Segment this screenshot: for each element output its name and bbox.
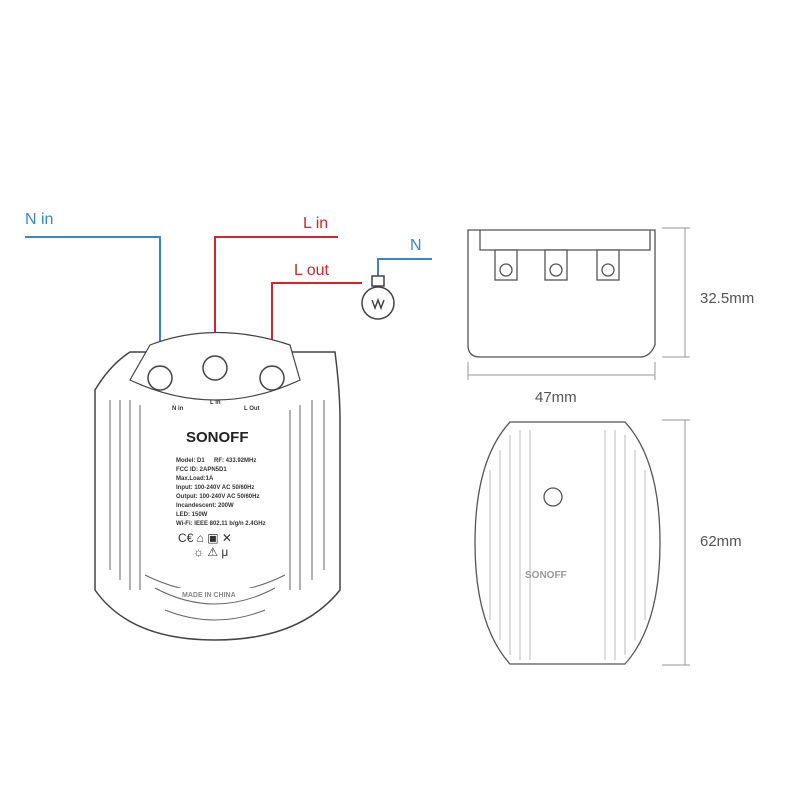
terminal-label-l-in: L in <box>210 400 221 406</box>
length-dimension: 62mm <box>700 533 742 550</box>
terminal-label-l-out: L Out <box>244 406 260 412</box>
width-dimension: 47mm <box>535 389 577 406</box>
l-in-wire <box>214 236 338 360</box>
light-bulb-icon <box>361 275 395 320</box>
spec-line: Incandescent: 200W <box>176 503 234 509</box>
certification-icons: C€ ⌂ ▣ ✕ <box>178 531 232 545</box>
spec-line: Wi-Fi: IEEE 802.11 b/g/n 2.4GHz <box>176 521 266 527</box>
spec-line: LED: 150W <box>176 512 208 518</box>
n-in-label: N in <box>25 211 53 228</box>
spec-line: RF: 433.92MHz <box>214 458 256 464</box>
l-in-label: L in <box>303 215 328 232</box>
spec-line: FCC ID: 2APN5D1 <box>176 467 227 473</box>
safety-icons: ☼ ⚠ μ <box>193 545 228 559</box>
brand-logo: SONOFF <box>186 429 249 446</box>
spec-line: Input: 100-240V AC 50/60Hz <box>176 485 254 491</box>
height-dimension: 32.5mm <box>700 290 754 307</box>
device-side-view <box>467 229 656 358</box>
back-brand-logo: SONOFF <box>525 570 567 581</box>
device-back-view: SONOFF <box>474 421 661 665</box>
spec-label: Model: D1 RF: 433.92MHz FCC ID: 2APN5D1 … <box>176 458 266 559</box>
spec-line: Max.Load:1A <box>176 476 214 482</box>
spec-line: Output: 100-240V AC 50/60Hz <box>176 494 259 500</box>
device-front-view <box>94 331 341 641</box>
l-out-label: L out <box>294 262 330 279</box>
spec-line: Model: D1 <box>176 458 205 464</box>
n-in-wire <box>25 236 161 378</box>
terminal-label-n-in: N in <box>172 406 184 412</box>
n-label: N <box>410 237 422 254</box>
made-in-label: MADE IN CHINA <box>182 592 236 599</box>
n-wire <box>377 258 432 278</box>
